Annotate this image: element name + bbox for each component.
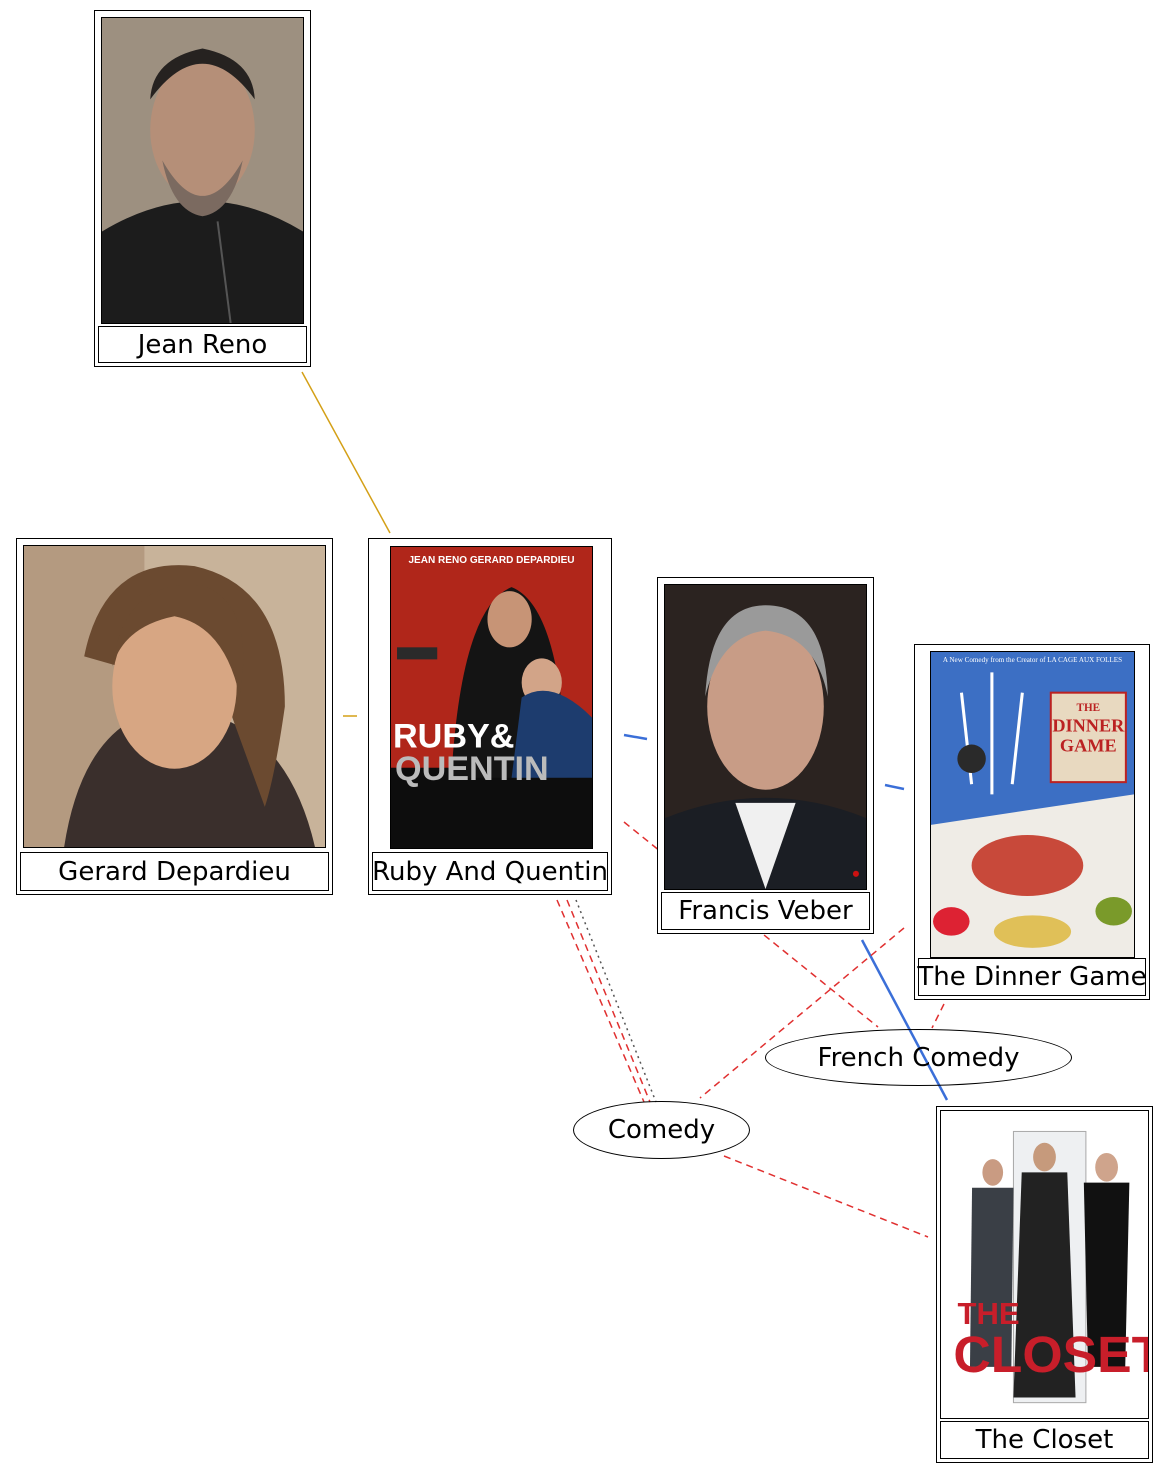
dinner-poster-title-2: DINNER [1052, 715, 1125, 735]
node-jean-reno[interactable]: Jean Reno [94, 10, 311, 367]
jean-reno-label: Jean Reno [98, 326, 307, 363]
category-french-comedy[interactable]: French Comedy [765, 1029, 1072, 1086]
edge-jean-reno-ruby-and-quentin [301, 371, 391, 534]
ruby-and-quentin-poster: JEAN RENO GERARD DEPARDIEU RUBY& QUENTIN [390, 546, 593, 849]
node-francis-veber[interactable]: Francis Veber [657, 577, 874, 934]
edge-ruby-and-quentin-comedy-b [566, 899, 651, 1103]
category-comedy[interactable]: Comedy [573, 1101, 750, 1159]
francis-veber-photo [664, 584, 867, 890]
dinner-poster-title-3: GAME [1060, 736, 1117, 756]
ruby-and-quentin-label: Ruby And Quentin [372, 852, 608, 891]
ruby-poster-credit: JEAN RENO GERARD DEPARDIEU [408, 555, 574, 566]
the-closet-label: The Closet [940, 1421, 1149, 1459]
ruby-poster-title-1: RUBY& [393, 718, 514, 756]
edge-ruby-and-quentin-comedy-a [556, 899, 645, 1103]
dinner-poster-title-1: THE [1077, 702, 1101, 714]
edge-ruby-and-quentin-comedy-c [575, 899, 657, 1103]
edge-the-dinner-game-comedy [699, 927, 905, 1099]
the-dinner-game-label: The Dinner Game [917, 958, 1147, 996]
node-the-closet[interactable]: THE CLOSET The Closet [936, 1106, 1153, 1463]
node-the-dinner-game[interactable]: A New Comedy from the Creator of LA CAGE… [914, 644, 1150, 1000]
closet-poster-title-2: CLOSET [953, 1325, 1148, 1383]
node-ruby-and-quentin[interactable]: JEAN RENO GERARD DEPARDIEU RUBY& QUENTIN… [368, 538, 612, 895]
gerard-depardieu-photo [23, 545, 326, 848]
the-dinner-game-poster: A New Comedy from the Creator of LA CAGE… [930, 651, 1135, 958]
edge-ruby-and-quentin-francis-veber [623, 733, 648, 741]
gerard-depardieu-label: Gerard Depardieu [20, 852, 329, 891]
edge-comedy-the-closet [723, 1155, 929, 1238]
dinner-poster-tagline: A New Comedy from the Creator of LA CAGE… [943, 656, 1122, 664]
edge-francis-veber-the-dinner-game [884, 783, 905, 791]
edge-the-dinner-game-french-comedy [931, 1003, 945, 1029]
closet-poster-title-1: THE [958, 1296, 1020, 1331]
ruby-poster-title-2: QUENTIN [395, 750, 549, 788]
the-closet-poster: THE CLOSET [940, 1110, 1149, 1419]
jean-reno-photo [101, 17, 304, 324]
francis-veber-label: Francis Veber [661, 892, 870, 930]
node-gerard-depardieu[interactable]: Gerard Depardieu [16, 538, 333, 895]
